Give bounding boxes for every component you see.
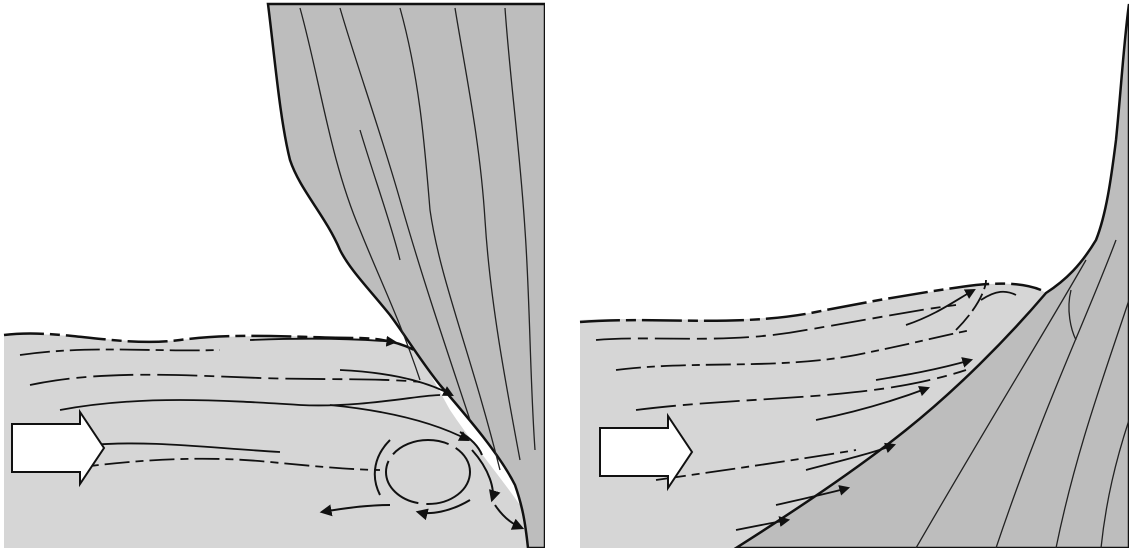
panel-left-vertical-cliff bbox=[0, 0, 545, 548]
sloping-cliff-diagram bbox=[576, 0, 1129, 548]
vertical-cliff-diagram bbox=[0, 0, 545, 548]
panel-right-sloping-cliff bbox=[576, 0, 1129, 548]
